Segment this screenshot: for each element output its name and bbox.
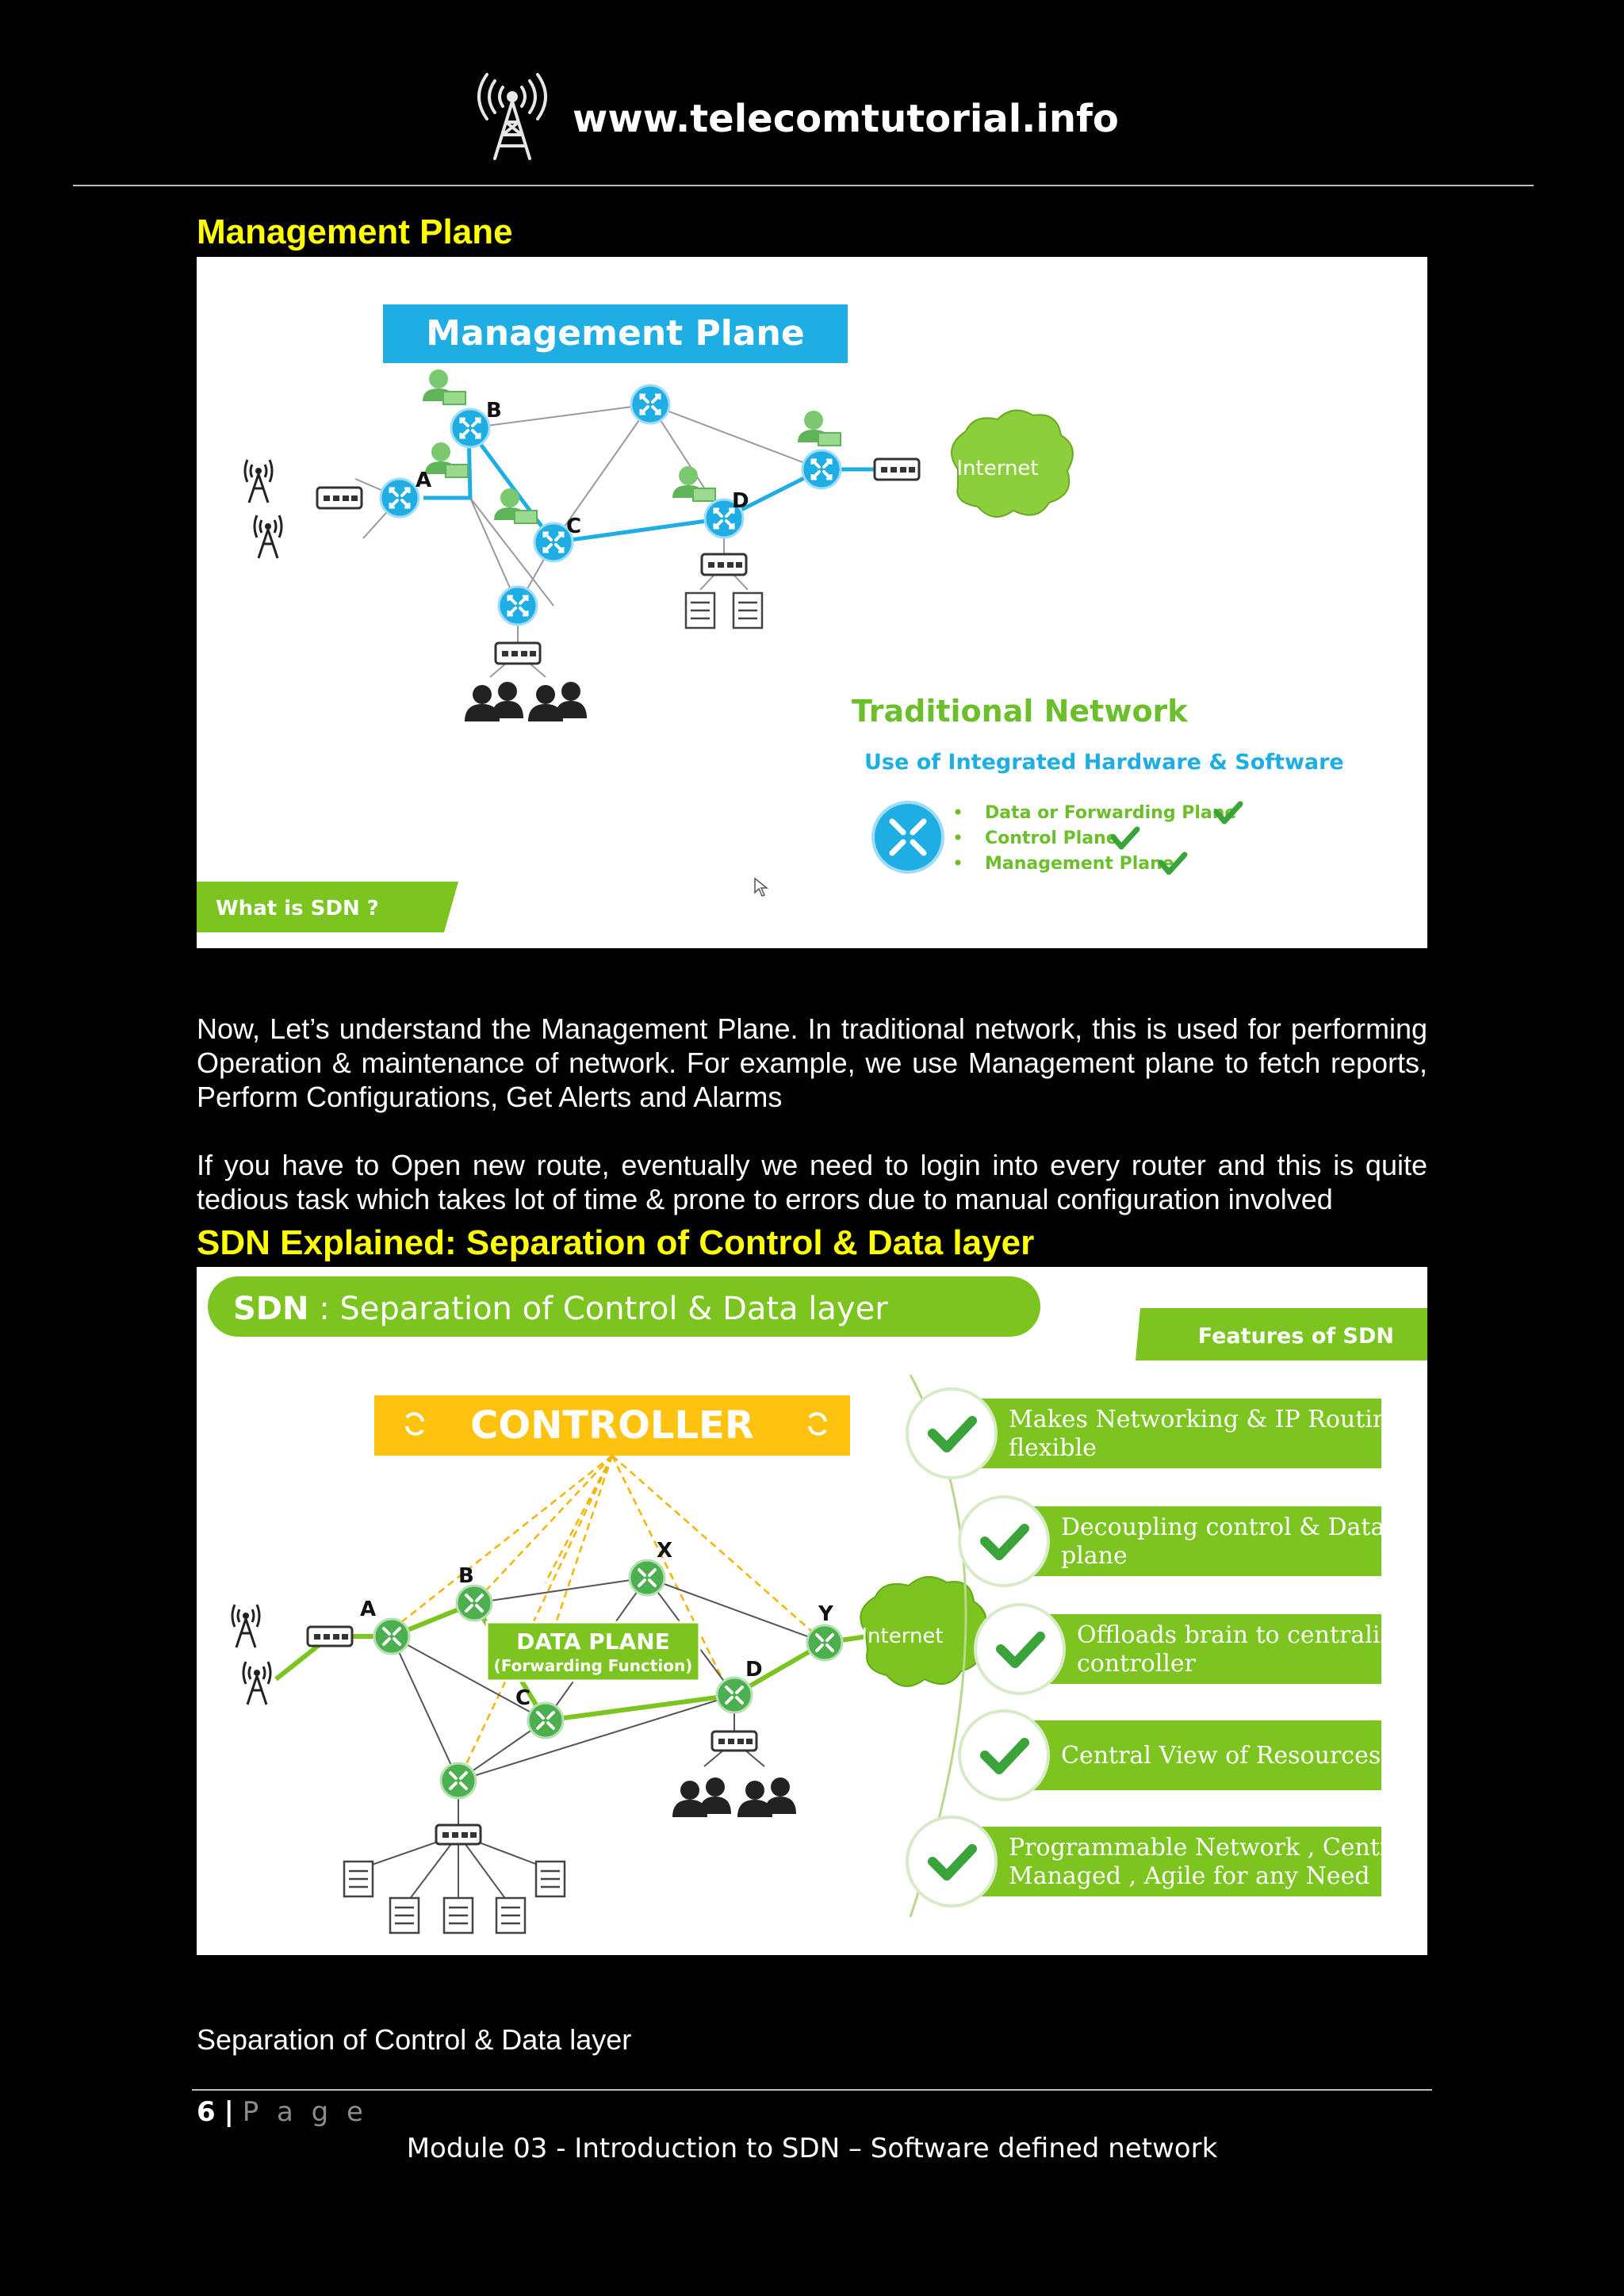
integrated-hardware-subtitle: Use of Integrated Hardware & Software <box>864 750 1344 775</box>
traditional-network-title: Traditional Network <box>852 694 1188 729</box>
node-label-y: Y <box>818 1602 834 1626</box>
feature-item: Decoupling control & Data plane <box>959 1497 1385 1586</box>
node-label-d: D <box>732 489 749 513</box>
feature-text-2a: Decoupling control & Data <box>1061 1513 1385 1541</box>
feature-item: Makes Networking & IP Routing flexible <box>907 1389 1403 1478</box>
controller-box <box>374 1395 850 1456</box>
cursor-icon <box>754 877 769 897</box>
figure-caption: Separation of Control & Data layer <box>197 2023 632 2056</box>
feature-item: Offloads brain to centralized controller <box>975 1605 1422 1693</box>
feature-text-4: Central View of Resources <box>1061 1742 1381 1770</box>
node-label-a: A <box>360 1598 376 1621</box>
section-heading-sdn-explained: SDN Explained: Separation of Control & D… <box>197 1223 1035 1262</box>
header-divider <box>73 185 1534 186</box>
management-plane-figure: Management Plane <box>197 257 1427 948</box>
page-word: P a g e <box>242 2096 368 2128</box>
bullet-management-plane: Management Plane <box>985 854 1174 874</box>
feature-text-1a: Makes Networking & IP Routing <box>1009 1406 1403 1433</box>
bullet-data-plane: Data or Forwarding Plane <box>985 803 1236 823</box>
what-is-sdn-tag <box>197 882 458 932</box>
internet-label: Internet <box>861 1624 943 1648</box>
page-number-separator: | <box>224 2096 234 2128</box>
check-icon <box>1110 826 1140 850</box>
feature-text-2b: plane <box>1061 1542 1128 1570</box>
refresh-icon <box>405 1412 827 1436</box>
feature-text-3a: Offloads brain to centralized <box>1077 1621 1422 1649</box>
management-plane-banner-text: Management Plane <box>426 313 804 354</box>
feature-item: Central View of Resources <box>959 1711 1381 1800</box>
site-title[interactable]: www.telecomtutorial.info <box>573 97 1119 141</box>
feature-item: Programmable Network , Centrally Managed… <box>907 1817 1427 1906</box>
check-icon <box>1158 851 1188 875</box>
feature-text-5a: Programmable Network , Centrally <box>1009 1834 1427 1862</box>
node-label-b: B <box>486 399 502 423</box>
sdn-title-bold: SDN <box>233 1291 309 1327</box>
features-of-sdn-text: Features of SDN <box>1198 1324 1394 1349</box>
feature-text-5b: Managed , Agile for any Need <box>1009 1862 1370 1890</box>
what-is-sdn-text: What is SDN ? <box>216 897 379 920</box>
node-label-x: X <box>657 1539 672 1563</box>
page-number-value: 6 <box>197 2096 216 2128</box>
node-label-d: D <box>745 1658 763 1682</box>
feature-text-3b: controller <box>1077 1650 1197 1678</box>
controller-text: CONTROLLER <box>470 1403 754 1448</box>
internet-cloud: Internet <box>951 409 1074 518</box>
sdn-title-rest: : Separation of Control & Data layer <box>309 1291 889 1327</box>
section-heading-management-plane: Management Plane <box>197 212 513 251</box>
node-label-a: A <box>416 469 431 492</box>
forwarding-function-text: (Forwarding Function) <box>494 1656 693 1675</box>
sdn-title-pill <box>208 1276 1040 1337</box>
svg-text:SDN : Separation of Control &: SDN : Separation of Control & Data layer <box>233 1291 888 1327</box>
paragraph-management-plane: Now, Let’s understand the Management Pla… <box>197 1012 1427 1113</box>
internet-cloud: Internet <box>860 1576 987 1687</box>
data-plane-box <box>485 1621 701 1682</box>
bullet-control-plane: Control Plane <box>985 828 1118 848</box>
sdn-separation-figure: SDN : Separation of Control & Data layer… <box>197 1267 1427 1955</box>
antenna-tower-icon <box>471 73 553 162</box>
internet-label: Internet <box>956 457 1038 480</box>
router-icon <box>871 801 944 874</box>
footer-module-title: Module 03 - Introduction to SDN – Softwa… <box>406 2133 1218 2164</box>
management-plane-banner <box>383 304 848 363</box>
node-label-c: C <box>515 1686 530 1710</box>
data-plane-text: DATA PLANE <box>516 1628 670 1655</box>
footer-divider <box>192 2089 1432 2091</box>
feature-text-1b: flexible <box>1009 1434 1097 1462</box>
node-label-b: B <box>458 1564 474 1588</box>
page-number: 6 | P a g e <box>197 2096 368 2128</box>
node-label-c: C <box>566 515 581 538</box>
check-icon <box>1213 801 1243 825</box>
features-of-sdn-tab <box>1136 1308 1427 1360</box>
paragraph-open-new-route: If you have to Open new route, eventuall… <box>197 1149 1427 1215</box>
